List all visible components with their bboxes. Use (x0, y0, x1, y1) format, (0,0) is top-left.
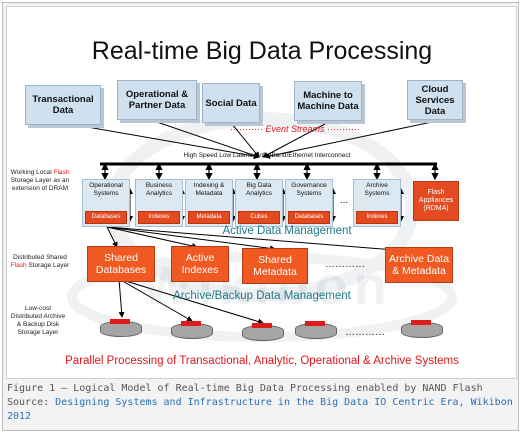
flash-appliances-box: Flash Appliances (RDMA) (413, 181, 459, 221)
system-store: Metadata (188, 211, 230, 224)
shared-metadata-box: Shared Metadata (242, 248, 308, 284)
system-store: Cubes (238, 211, 280, 224)
source-label: Social Data (205, 97, 257, 109)
caption-source-prefix: Source: (7, 397, 56, 408)
layer-label-text: Distributed Shared (13, 254, 67, 261)
system-archive-systems: Archive Systems Indexes (353, 179, 401, 227)
system-store: Indexes (138, 211, 180, 224)
system-operational-systems: Operational Systems Databases (82, 179, 130, 227)
source-transactional-data: Transactional Data (25, 85, 101, 125)
diagram-canvas: Wikibon Real-time Big Data Processing Tr… (6, 6, 517, 379)
disk-ellipsis: ………… (345, 327, 385, 338)
system-name: Big Data Analytics (245, 182, 272, 197)
system-business-analytics: Business Analytics Indexes (135, 179, 183, 227)
system-name: Business Analytics (145, 182, 173, 197)
caption-year[interactable]: 2012 (7, 411, 32, 422)
shared-databases-box: Shared Databases (87, 246, 155, 282)
interconnect-label: High Speed Low Latency InfiniBand/Ethern… (183, 152, 351, 159)
event-streams-text: Event Streams (265, 124, 325, 134)
archive-data-metadata-box: Archive Data & Metadata (385, 247, 453, 283)
caption-source: Source: Designing Systems and Infrastruc… (7, 396, 515, 410)
systems-ellipsis: ... (339, 195, 349, 206)
flash-appliances-label: Flash Appliances (RDMA) (418, 189, 454, 212)
source-label: Machine to Machine Data (297, 90, 359, 112)
disk-icon (100, 317, 142, 339)
system-indexing-metadata: Indexing & Metadata Metadata (185, 179, 233, 227)
shared-label: Shared Databases (95, 252, 147, 276)
source-social-data: Social Data (202, 83, 260, 123)
system-store: Indexes (356, 211, 398, 224)
layer-label-local-flash: Working Local Flash Storage Layer as an … (9, 169, 71, 193)
event-streams-dots: ··········· (230, 124, 263, 134)
shared-label: Archive Data & Metadata (388, 253, 450, 277)
disk-icon (242, 321, 284, 343)
shared-label: Shared Metadata (253, 254, 297, 278)
source-machine-to-machine-data: Machine to Machine Data (294, 81, 362, 121)
diagram-title: Real-time Big Data Processing (91, 37, 433, 65)
layer-label-shared-flash: Distributed Shared Flash Storage Layer (9, 254, 71, 270)
system-governance-systems: Governance Systems Databases (285, 179, 333, 227)
source-label: Operational & Partner Data (125, 89, 189, 111)
layer-label-archive: Low-cost Distributed Archive & Backup Di… (10, 305, 66, 336)
caption-source-link[interactable]: Designing Systems and Infrastructure in … (55, 397, 513, 408)
disk-icon (401, 318, 443, 340)
caption-line: Figure 1 – Logical Model of Real-time Bi… (7, 383, 483, 394)
system-name: Indexing & Metadata (193, 182, 225, 197)
layer-label-flash: Flash (10, 262, 27, 269)
event-streams-label: ··········· Event Streams ··········· (195, 124, 395, 134)
source-operational-partner-data: Operational & Partner Data (117, 80, 197, 120)
shared-ellipsis: ………… (325, 259, 365, 270)
system-name: Operational Systems (89, 182, 123, 197)
disk-icon (295, 319, 337, 341)
active-indexes-box: Active Indexes (171, 246, 229, 282)
system-name: Archive Systems (364, 182, 390, 197)
active-data-management-label: Active Data Management (222, 225, 352, 237)
system-store: Databases (85, 211, 127, 224)
source-label: Transactional Data (32, 94, 94, 116)
event-streams-dots: ··········· (327, 124, 360, 134)
source-label: Cloud Services Data (415, 83, 455, 117)
layer-label-flash: Flash (53, 169, 70, 176)
archive-backup-management-label: Archive/Backup Data Management (173, 290, 351, 302)
system-name: Governance Systems (291, 182, 327, 197)
figure-caption: Figure 1 – Logical Model of Real-time Bi… (7, 382, 515, 424)
footer-text: Parallel Processing of Transactional, An… (65, 355, 459, 367)
source-cloud-services-data: Cloud Services Data (407, 80, 463, 120)
layer-label-text: Storage Layer as an extension of DRAM (10, 177, 70, 192)
system-big-data-analytics: Big Data Analytics Cubes (235, 179, 283, 227)
layer-label-text: Storage Layer (26, 262, 70, 269)
disk-icon (171, 319, 213, 341)
layer-label-text: Working Local (10, 169, 54, 176)
system-store: Databases (288, 211, 330, 224)
shared-label: Active Indexes (181, 252, 219, 276)
